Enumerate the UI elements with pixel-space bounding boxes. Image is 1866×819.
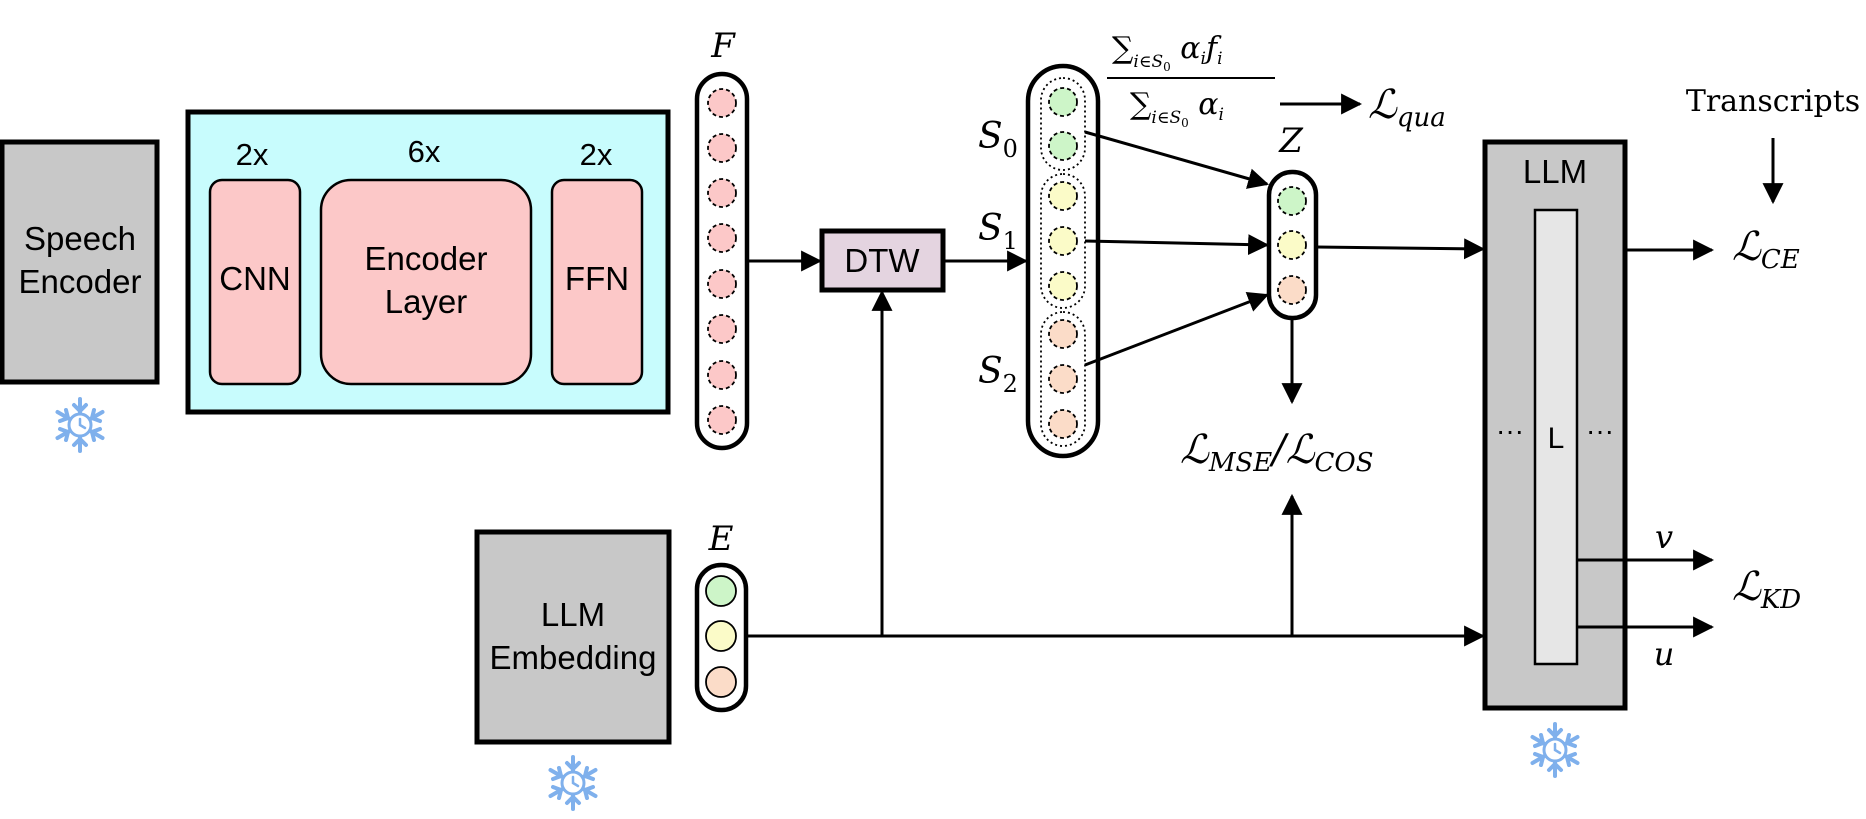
- segment-token-yellow: [1048, 271, 1078, 301]
- frozen-snowflake-icon: [55, 397, 105, 453]
- feature-token-F: [707, 88, 737, 118]
- output-column-Z: [1266, 169, 1319, 321]
- llm-embedding-label-line1: LLM: [541, 596, 605, 633]
- cnn-block: [208, 178, 302, 386]
- loss-ce-label: ℒCE: [1732, 224, 1800, 275]
- formula-denominator: ∑i∈S0 αi: [1130, 87, 1224, 130]
- llm-embedding-label-line2: Embedding: [490, 639, 657, 676]
- segment-token-yellow: [1048, 226, 1078, 256]
- feature-token-F: [707, 223, 737, 253]
- embedding-token-peach: [705, 666, 737, 698]
- feature-token-F: [707, 133, 737, 163]
- connection-arrows: [746, 130, 1486, 647]
- Z-label: Z: [1278, 121, 1304, 161]
- segment-token-green: [1048, 131, 1078, 161]
- segment-S1-group: [1040, 173, 1086, 309]
- ffn-block: [550, 178, 644, 386]
- loss-kd-label: ℒKD: [1732, 564, 1801, 615]
- encoder-layer-label-line2: Layer: [385, 283, 468, 320]
- v-label: v: [1655, 518, 1673, 556]
- segment-token-green: [1048, 87, 1078, 117]
- S1-to-Z-arrow: [1084, 234, 1270, 256]
- speech-encoder-block: Speech Encoder: [0, 139, 160, 385]
- S1-label: S1: [978, 208, 1018, 255]
- feature-token-F: [707, 178, 737, 208]
- dtw-block: DTW: [819, 228, 946, 293]
- segment-token-peach: [1048, 409, 1078, 439]
- feature-column-F: [694, 71, 750, 451]
- feature-token-F: [707, 314, 737, 344]
- llm-embedding-block: LLM Embedding: [474, 529, 672, 745]
- S2-to-Z-arrow: [1084, 291, 1269, 367]
- S0-to-Z-arrow: [1084, 130, 1270, 189]
- Z-to-llm-arrow: [1315, 238, 1486, 260]
- quality-formula: ∑i∈S0 αifi ∑i∈S0 αi: [1107, 31, 1275, 130]
- dtw-label: DTW: [844, 242, 920, 279]
- loss-qua-label: ℒqua: [1368, 82, 1446, 133]
- transcripts-label: Transcripts: [1686, 84, 1860, 119]
- embedding-token-green: [705, 575, 737, 607]
- segment-token-peach: [1048, 319, 1078, 349]
- llm-dots-right: ···: [1586, 415, 1614, 446]
- cnn-repeat-label: 2x: [236, 137, 269, 172]
- llm-dots-left: ···: [1496, 415, 1524, 446]
- encoder-layer-repeat-label: 6x: [408, 134, 441, 169]
- z-token-green: [1277, 186, 1307, 216]
- ffn-label: FFN: [565, 260, 629, 297]
- segment-S2-group: [1040, 311, 1086, 447]
- S2-label: S2: [978, 351, 1018, 398]
- embedding-token-yellow: [705, 620, 737, 652]
- llm-title: LLM: [1523, 153, 1587, 190]
- segment-column-S: [1025, 63, 1101, 459]
- speech-encoder-label-line2: Encoder: [19, 263, 142, 300]
- segment-token-yellow: [1048, 181, 1078, 211]
- S0-label: S0: [978, 116, 1018, 163]
- E-label: E: [708, 519, 734, 559]
- encoder-layer-block: [319, 178, 533, 386]
- encoder-layer-label-line1: Encoder: [365, 240, 488, 277]
- u-label: u: [1654, 635, 1675, 673]
- frozen-snowflake-icon: [548, 755, 598, 811]
- ffn-repeat-label: 2x: [580, 137, 613, 172]
- segment-S0-group: [1040, 77, 1086, 171]
- llm-layer-label: L: [1548, 422, 1565, 455]
- formula-numerator: ∑i∈S0 αifi: [1112, 31, 1223, 74]
- z-token-peach: [1277, 275, 1307, 305]
- segment-token-peach: [1048, 364, 1078, 394]
- feature-token-F: [707, 360, 737, 390]
- feature-token-F: [707, 269, 737, 299]
- adapter-block: 2x 6x 2x CNN Encoder Layer FFN: [185, 109, 671, 415]
- llm-layer-stack: [1533, 208, 1579, 666]
- embedding-column-E: [694, 562, 749, 713]
- loss-mse-cos-label: ℒMSE/ℒCOS: [1180, 427, 1374, 478]
- z-token-yellow: [1277, 230, 1307, 260]
- speech-encoder-label-line1: Speech: [24, 220, 136, 257]
- llm-block: LLM L ··· ···: [1482, 139, 1628, 711]
- feature-token-F: [707, 405, 737, 435]
- F-label: F: [710, 26, 736, 66]
- frozen-snowflake-icon: [1530, 722, 1580, 778]
- cnn-label: CNN: [219, 260, 291, 297]
